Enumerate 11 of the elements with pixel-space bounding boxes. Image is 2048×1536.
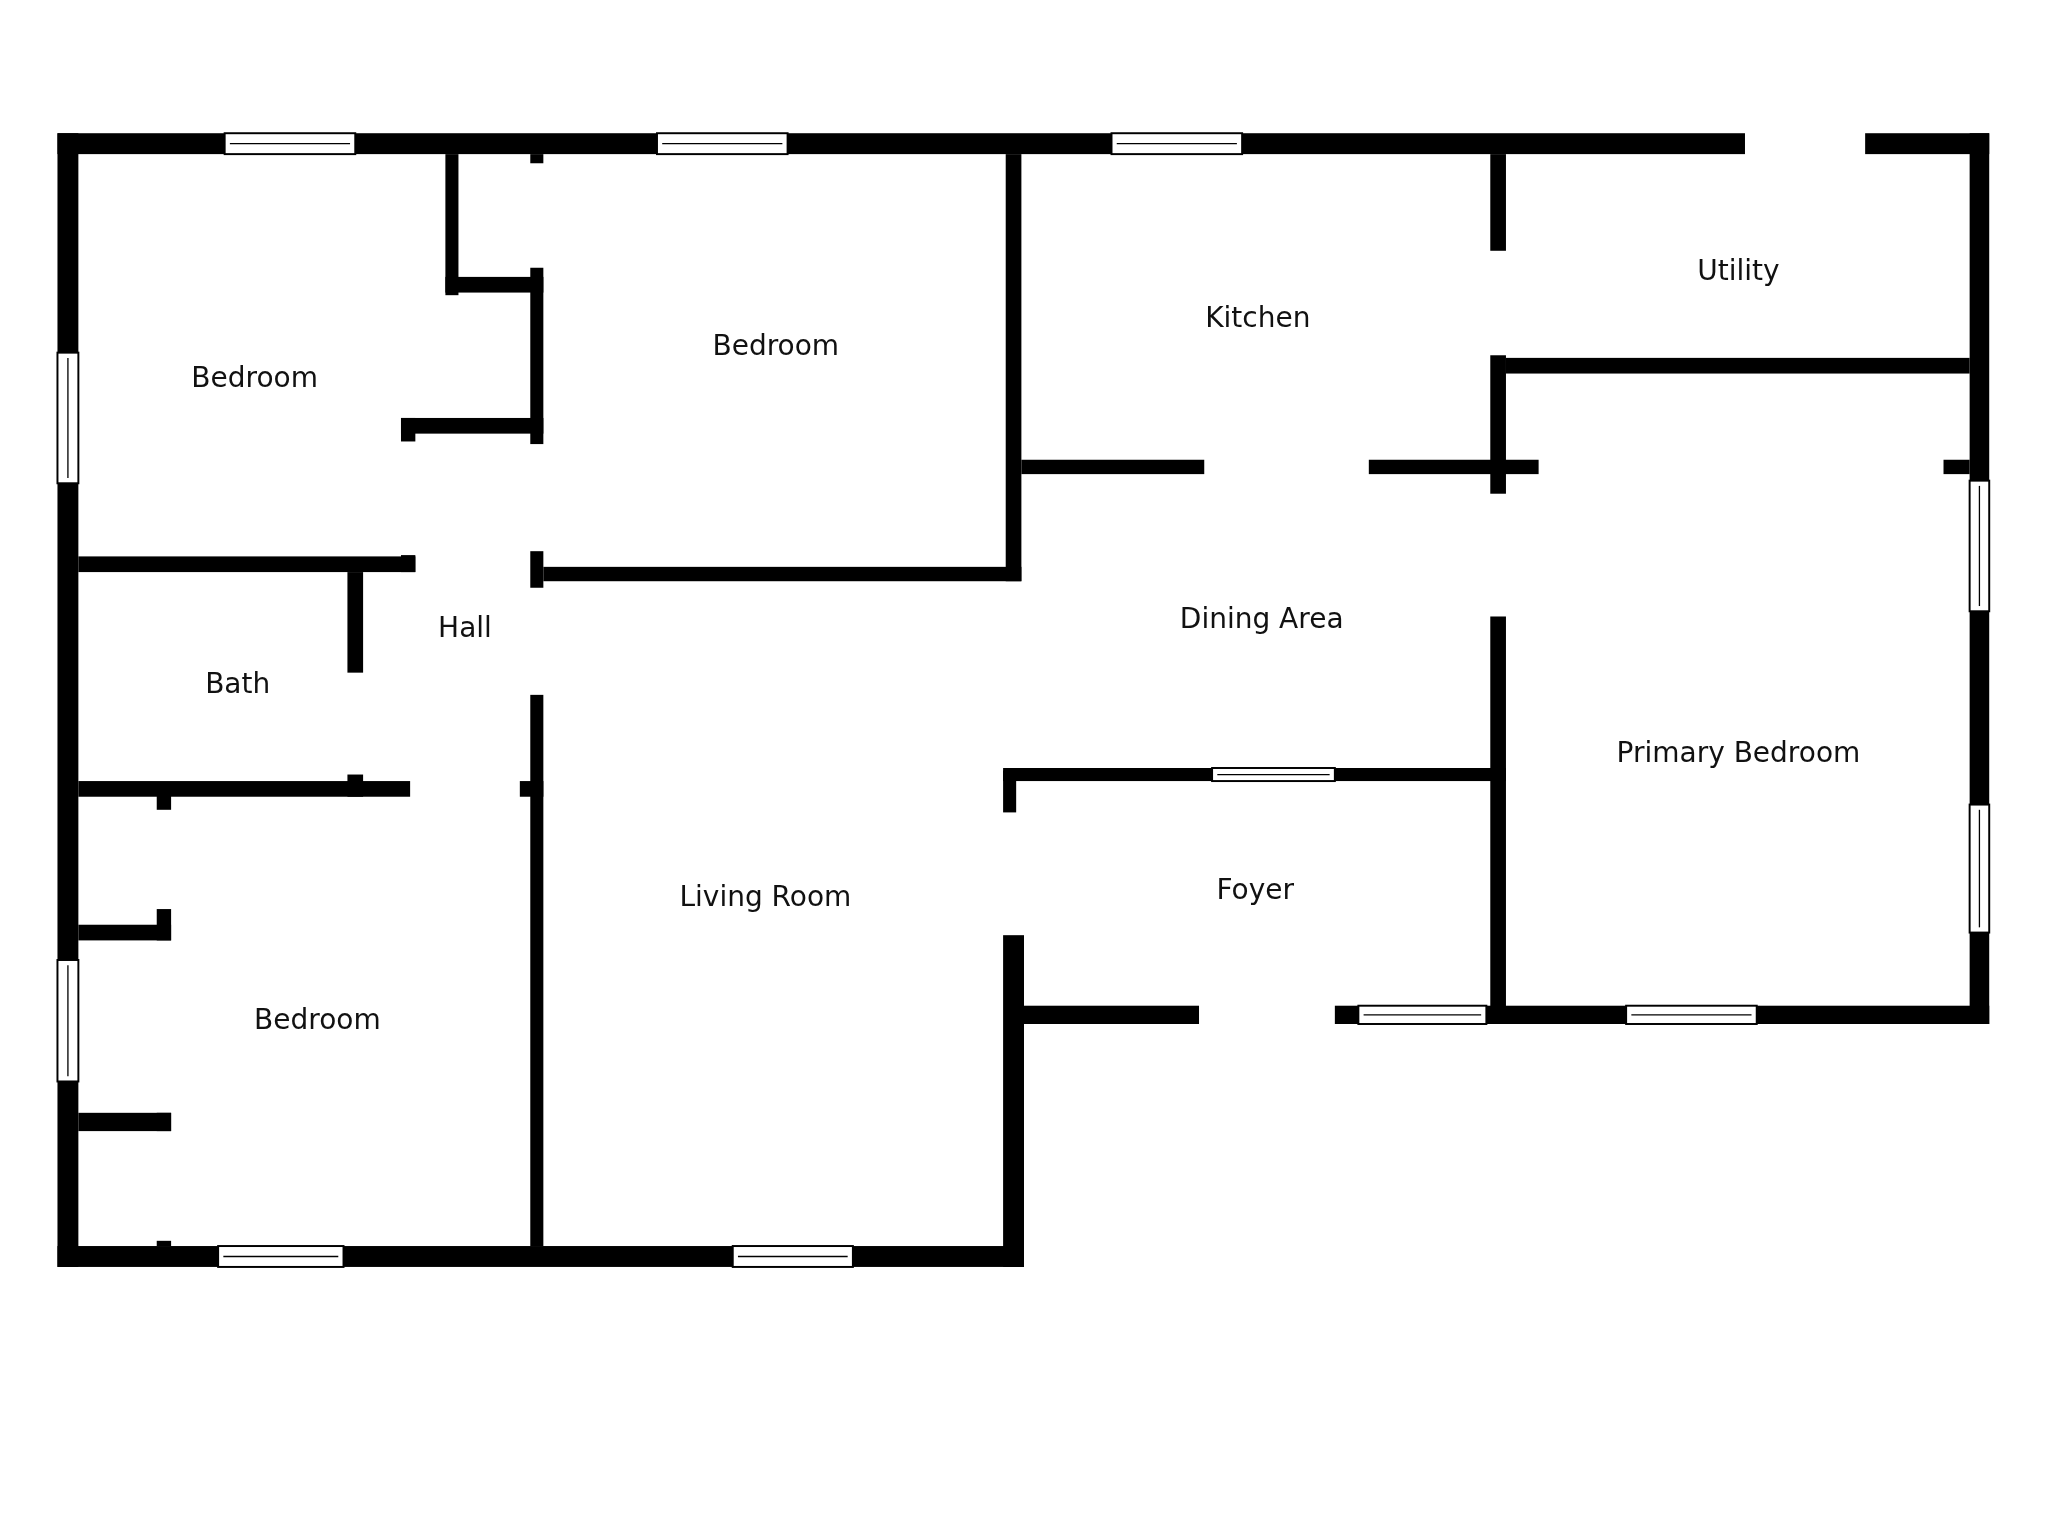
room-label: Bath (205, 666, 271, 700)
room-label: Bedroom (254, 1002, 381, 1036)
room-label: Hall (438, 610, 492, 644)
room-label: Living Room (679, 879, 852, 913)
room-label: Dining Area (1179, 601, 1344, 635)
room-label: Kitchen (1205, 300, 1311, 334)
room-label: Foyer (1216, 872, 1294, 906)
room-label: Primary Bedroom (1616, 735, 1861, 769)
room-label: Bedroom (712, 328, 840, 362)
room-label: Utility (1697, 253, 1780, 287)
room-label: Bedroom (191, 360, 318, 394)
